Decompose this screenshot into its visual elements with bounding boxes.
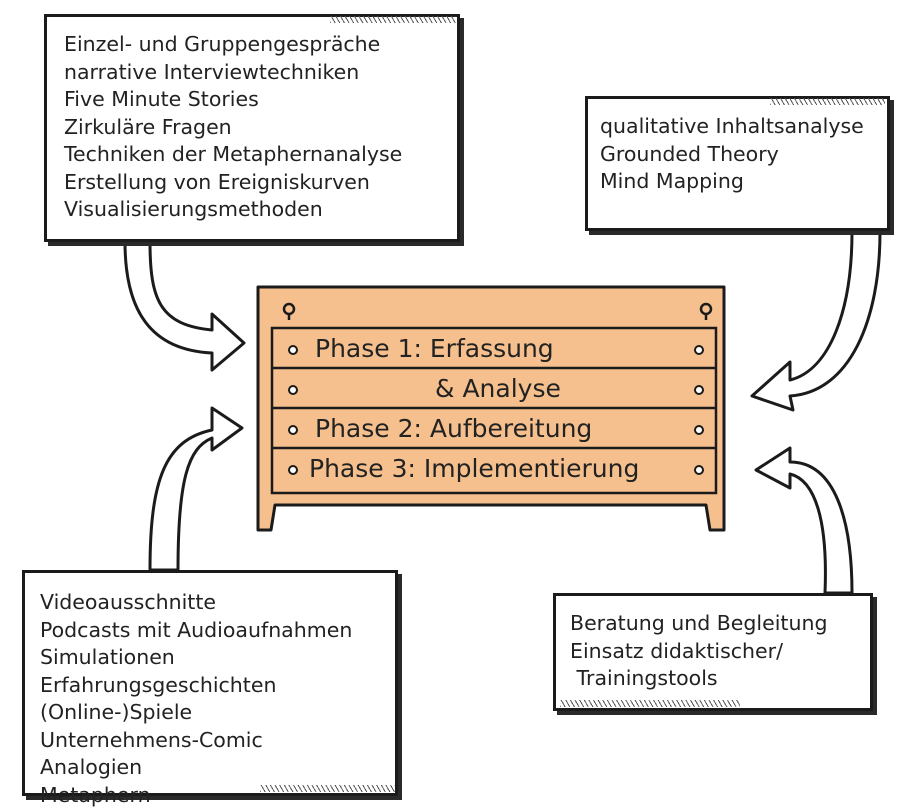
list-item: Unternehmens-Comic (40, 727, 395, 755)
list-item: Techniken der Metaphernanalyse (64, 141, 457, 169)
hatch-decoration (330, 16, 456, 23)
phase-row: Phase 1: Erfassung (275, 331, 713, 367)
list-item: narrative Interviewtechniken (64, 59, 457, 87)
phase-row: Phase 2: Aufbereitung (275, 411, 713, 447)
list-item: Beratung und Begleitung (570, 610, 870, 638)
phase-label: Phase 1: Erfassung (315, 331, 554, 367)
phase-board (258, 287, 724, 530)
phase-label: Phase 3: Implementierung (309, 451, 639, 487)
list-item: qualitative Inhaltsanalyse (600, 113, 887, 141)
list-item: Five Minute Stories (64, 86, 457, 114)
list-item: Einsatz didaktischer/ (570, 638, 870, 666)
phase-label: & Analyse (435, 371, 561, 407)
list-item: Trainingstools (570, 665, 870, 693)
list-item: Visualisierungsmethoden (64, 196, 457, 224)
arrow-top-left (125, 242, 244, 370)
list-item: Analogien (40, 754, 395, 782)
methods-box-collection: Einzel- und Gruppengespräche narrative I… (44, 14, 460, 242)
hatch-decoration (770, 98, 885, 105)
methods-box-preparation: Videoausschnitte Podcasts mit Audioaufna… (22, 570, 398, 796)
methods-box-implementation: Beratung und Begleitung Einsatz didaktis… (553, 593, 873, 711)
list-item: Erfahrungsgeschichten (40, 672, 395, 700)
list-item: Mind Mapping (600, 168, 887, 196)
list-item: (Online-)Spiele (40, 699, 395, 727)
arrow-bottom-right (756, 448, 852, 593)
list-item: Podcasts mit Audioaufnahmen (40, 617, 395, 645)
phase-row: Phase 3: Implementierung (275, 451, 713, 487)
methods-box-analysis: qualitative Inhaltsanalyse Grounded Theo… (585, 96, 890, 231)
list-item: Grounded Theory (600, 141, 887, 169)
list-item: Videoausschnitte (40, 589, 395, 617)
list-item: Einzel- und Gruppengespräche (64, 31, 457, 59)
phase-row: & Analyse (275, 371, 713, 407)
list-item: Simulationen (40, 644, 395, 672)
arrow-top-right (752, 232, 880, 410)
hatch-decoration (260, 785, 395, 792)
hatch-decoration (560, 700, 740, 707)
phase-label: Phase 2: Aufbereitung (315, 411, 592, 447)
arrow-bottom-left (150, 408, 242, 570)
list-item: Zirkuläre Fragen (64, 114, 457, 142)
list-item: Erstellung von Ereigniskurven (64, 169, 457, 197)
